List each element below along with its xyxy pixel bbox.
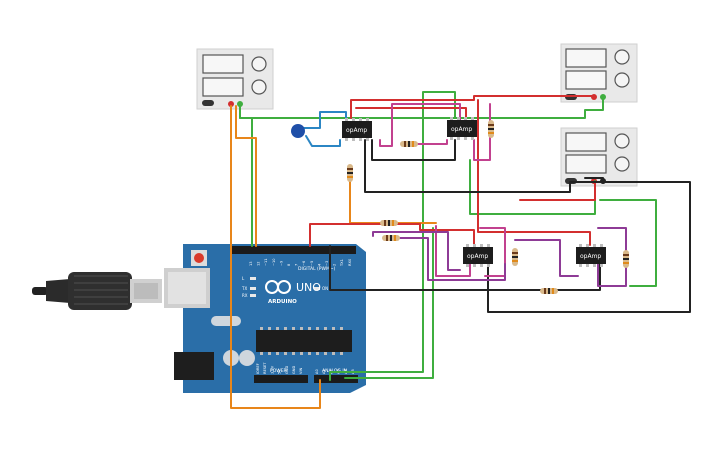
rx-led (250, 294, 256, 297)
opamp-3[interactable]: opAmp (463, 244, 493, 267)
atmega-chip (256, 330, 352, 352)
capacitor-2 (239, 350, 255, 366)
power-supply-1[interactable] (196, 48, 274, 110)
power-jack (174, 352, 214, 380)
digital-pin-label: 7 (295, 264, 299, 266)
tx-label: TX (241, 286, 247, 291)
resistor-7[interactable] (623, 250, 629, 268)
power-header[interactable] (254, 375, 308, 383)
power-supply-2[interactable] (560, 43, 638, 103)
wire-red-5[interactable] (519, 182, 596, 201)
digital-header[interactable] (232, 246, 356, 254)
analog-pin-label: A0 (315, 369, 319, 374)
power-pin-label: 5V (278, 369, 282, 374)
analog-pin-label: A1 (322, 369, 326, 374)
wire-green-to-board[interactable] (239, 117, 253, 247)
wire-orange-2[interactable] (235, 105, 257, 247)
tx-led (250, 287, 256, 290)
digital-pin-label: 13 (249, 261, 253, 266)
arduino-uno-board[interactable]: ARDUINO UNO DIGITAL (PWM~) POWER ANALOG … (164, 244, 366, 393)
rx-label: RX (242, 293, 248, 298)
wire-purple-1[interactable] (372, 231, 461, 271)
resistor-4[interactable] (380, 220, 398, 226)
supply-2-ground-terminal[interactable] (600, 94, 606, 100)
wire-magenta-2[interactable] (414, 139, 448, 145)
power-label: POWER (270, 368, 287, 374)
power-pin-label: RESET (263, 362, 267, 374)
wire-blue-1[interactable] (299, 111, 347, 129)
on-led (314, 287, 320, 290)
power-supply-3[interactable] (560, 127, 638, 187)
wire-black-4[interactable] (584, 177, 604, 184)
opamp-3-label: opAmp (467, 253, 488, 260)
usb-cable[interactable] (32, 272, 162, 310)
resistor-1[interactable] (400, 141, 418, 147)
digital-pin-label: 12 (257, 261, 261, 266)
supply-1-ground-terminal[interactable] (237, 101, 243, 107)
ceramic-capacitor[interactable] (291, 124, 305, 138)
digital-pin-label: 2 (333, 264, 337, 266)
digital-pin-label: RX0 (348, 258, 352, 266)
resistor-2[interactable] (488, 120, 494, 138)
wire-magenta-1[interactable] (379, 103, 461, 147)
arduino-logo-icon (265, 280, 291, 294)
opamp-2-label: opAmp (451, 126, 472, 133)
on-label: ON (322, 286, 328, 291)
digital-pin-label: 4 (317, 263, 321, 266)
opamp-4[interactable]: opAmp (576, 244, 606, 267)
resistors (347, 120, 629, 294)
digital-pin-label: ~9 (279, 260, 283, 266)
opamp-4-label: opAmp (580, 253, 601, 260)
wire-purple-3[interactable] (514, 239, 579, 277)
opamp-1-label: opAmp (346, 127, 367, 134)
digital-pin-label: ~3 (325, 261, 329, 266)
wire-blue-2[interactable] (305, 135, 341, 147)
wire-magenta-5[interactable] (479, 227, 506, 277)
wire-green-supply-bus[interactable] (239, 98, 604, 119)
opamp-1[interactable]: opAmp (342, 118, 372, 141)
board-model: UNO (296, 281, 321, 294)
wire-black-2[interactable] (329, 245, 601, 291)
wire-green-right[interactable] (599, 199, 657, 287)
power-pin-label: GND (292, 366, 296, 374)
resistor-5[interactable] (382, 235, 400, 241)
wire-magenta-4[interactable] (435, 225, 471, 277)
digital-label: DIGITAL (PWM~) (298, 266, 336, 272)
power-pin-label: IOREF (256, 363, 260, 374)
wire-purple-4[interactable] (597, 227, 627, 287)
wire-orange-vcc[interactable] (230, 105, 321, 409)
resistor-8[interactable] (540, 288, 558, 294)
wire-red-3[interactable] (477, 99, 591, 246)
digital-pin-label: ~11 (264, 258, 268, 266)
crystal (211, 316, 241, 326)
wire-red-2[interactable] (355, 107, 467, 123)
board-brand: ARDUINO (268, 299, 297, 305)
wire-red-top[interactable] (350, 95, 596, 119)
wire-black-ground[interactable] (364, 139, 691, 313)
digital-pin-label: ~5 (310, 261, 314, 266)
l-led (250, 277, 256, 280)
digital-pin-label: TX1 (340, 259, 344, 267)
resistor-3[interactable] (347, 164, 353, 182)
power-pin-label: 3.3V (270, 365, 274, 374)
digital-pin-label: ~6 (302, 260, 306, 266)
wire-black-3[interactable] (371, 139, 456, 161)
wire-purple-2[interactable] (399, 237, 506, 281)
opamp-2[interactable]: opAmp (447, 117, 477, 140)
analog-header[interactable] (314, 375, 358, 383)
digital-pin-label: 8 (287, 263, 291, 266)
resistor-6[interactable] (512, 248, 518, 266)
wires (230, 91, 691, 409)
power-pin-label: GND (285, 366, 289, 374)
digital-pin-label: ~10 (272, 258, 276, 266)
wire-red-4[interactable] (309, 223, 475, 247)
power-pin-label: VIN (299, 367, 303, 374)
supply-1-positive-terminal[interactable] (228, 101, 234, 107)
wire-green-a4[interactable] (344, 227, 434, 379)
l-label: L (242, 276, 245, 281)
